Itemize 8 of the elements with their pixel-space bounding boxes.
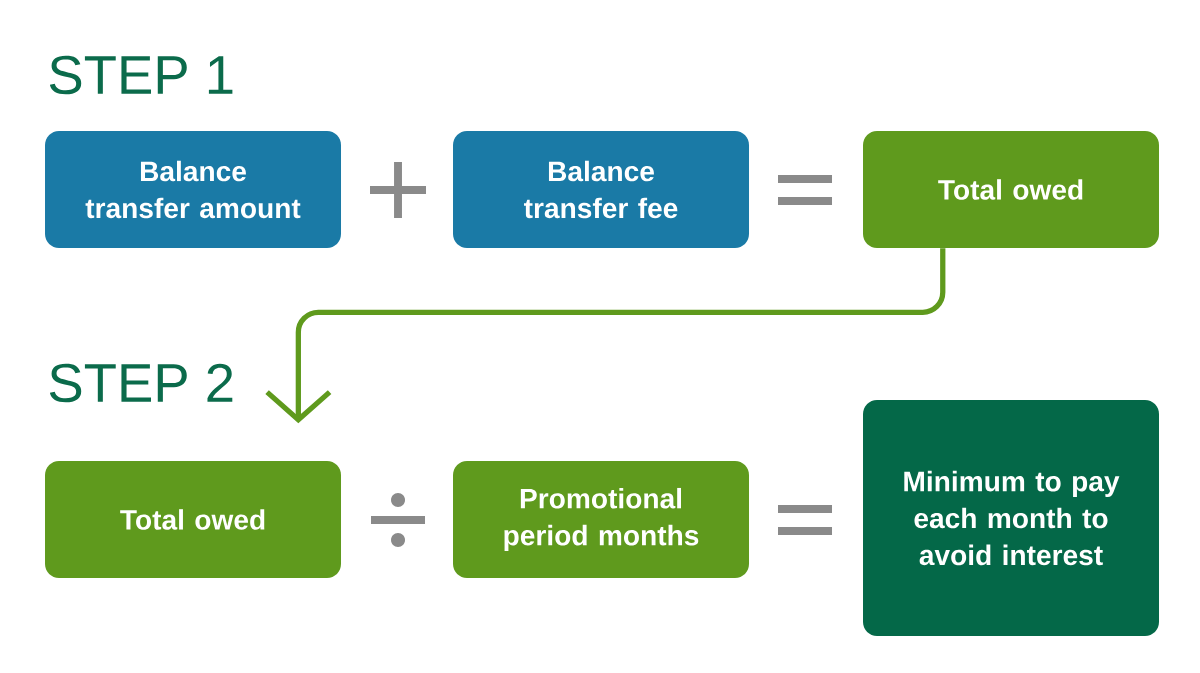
formula-box: Promotional period months <box>453 461 749 578</box>
formula-box: Balance transfer amount <box>45 131 341 248</box>
formula-box: Minimum to pay each month to avoid interest <box>863 400 1159 636</box>
formula-box: Balance transfer fee <box>453 131 749 248</box>
formula-box: Total owed <box>863 131 1159 248</box>
step-heading: STEP 2 <box>49 363 233 403</box>
connector-arrow <box>265 248 946 424</box>
formula-box: Total owed <box>45 461 341 578</box>
